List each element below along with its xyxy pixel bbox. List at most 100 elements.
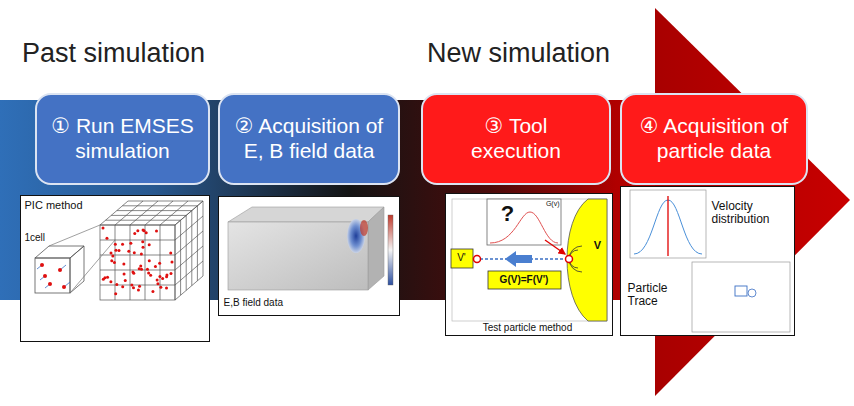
pic-cube-illustration xyxy=(102,278,105,281)
pic-cube-illustration xyxy=(133,232,136,235)
panel-label: G(v) xyxy=(538,200,560,208)
field-render-illustration xyxy=(360,220,368,236)
pic-cube-illustration xyxy=(145,231,148,234)
pic-cube-illustration xyxy=(175,231,203,255)
pic-cube-illustration xyxy=(161,277,164,280)
pic-cube-illustration xyxy=(100,201,203,300)
pic-cube-illustration xyxy=(175,201,203,300)
particle-data-illustration xyxy=(630,190,706,258)
test-particle-illustration xyxy=(505,251,532,267)
test-particle-illustration xyxy=(451,199,607,321)
pic-cube-illustration xyxy=(133,251,136,254)
process-box: ② Acquisition of E, B field data xyxy=(218,93,400,185)
pic-cube-illustration xyxy=(130,225,131,300)
pic-cube-illustration xyxy=(127,250,130,253)
pic-cube-illustration xyxy=(122,205,197,206)
pic-cube-illustration xyxy=(70,246,84,293)
step-label: ④ Acquisition of particle data xyxy=(630,114,798,164)
pic-cube-illustration xyxy=(137,289,140,292)
pic-cube-illustration xyxy=(132,286,135,289)
particle-data-illustration xyxy=(735,286,747,296)
pic-cube-illustration xyxy=(115,283,118,286)
panel-label: E,B field data xyxy=(224,297,324,308)
test-particle-illustration xyxy=(488,271,561,289)
pic-cube-illustration xyxy=(170,260,173,263)
pic-cube-illustration xyxy=(158,275,161,278)
pic-cube-illustration xyxy=(122,263,125,266)
field-render-illustration xyxy=(228,207,384,222)
test-particle-illustration xyxy=(451,249,473,268)
panel-label: ? xyxy=(496,202,520,227)
pic-cube-illustration xyxy=(143,229,146,232)
pic-cube-illustration xyxy=(106,220,181,221)
particle-data-illustration xyxy=(748,289,756,297)
pic-cube-illustration xyxy=(40,227,173,296)
test-particle-illustration xyxy=(566,256,573,263)
pic-cube-illustration xyxy=(138,285,141,288)
pic-cube-illustration xyxy=(123,273,126,276)
pic-cube-illustration xyxy=(145,201,173,225)
pic-cube-illustration xyxy=(121,285,124,288)
pic-cube-illustration xyxy=(132,272,135,275)
pic-cube-illustration xyxy=(175,216,203,240)
test-particle-illustration xyxy=(487,199,561,245)
pic-cube-illustration xyxy=(165,273,168,276)
pic-cube-illustration xyxy=(100,225,175,300)
panel-label: Test particle method xyxy=(458,322,598,333)
pic-cube-illustration xyxy=(100,201,203,225)
pic-cube-illustration xyxy=(117,210,192,211)
panel-label: PIC method xyxy=(25,199,105,211)
illustration-panel: Velocity distributionParticle Trace xyxy=(620,186,795,336)
pic-cube-illustration xyxy=(197,206,198,281)
panel-ground xyxy=(445,193,613,335)
process-box: ③ Tool execution xyxy=(421,93,611,185)
pic-cube-illustration xyxy=(149,274,152,277)
illustration-panel: E,B field data xyxy=(218,196,400,316)
pic-cube-illustration xyxy=(35,258,70,293)
pic-cube-illustration xyxy=(156,282,159,285)
step-label: ① Run EMSES simulation xyxy=(48,114,198,164)
illustration-panel: G(v)?V'VG(V)=F(V')Test particle method xyxy=(445,193,613,336)
flow-band xyxy=(0,8,850,396)
pic-cube-illustration xyxy=(139,264,142,267)
illustration-panel: PIC method 1cell xyxy=(20,195,210,342)
pic-cube-illustration xyxy=(35,201,203,300)
pic-cube-illustration xyxy=(160,201,188,225)
section-title: Past simulation xyxy=(22,38,205,69)
pic-cube-illustration xyxy=(175,246,203,270)
pic-cube-illustration xyxy=(113,261,116,264)
field-render-illustration xyxy=(228,207,393,290)
pic-cube-illustration xyxy=(140,253,143,256)
panel-ground xyxy=(218,196,400,316)
pic-cube-illustration xyxy=(110,259,113,262)
panel-label: Particle Trace xyxy=(628,282,688,309)
test-particle-illustration xyxy=(545,240,565,254)
pic-cube-illustration xyxy=(35,246,84,293)
pic-cube-illustration xyxy=(111,215,186,216)
pic-cube-illustration xyxy=(109,251,112,254)
pic-cube-illustration xyxy=(155,229,158,232)
pic-cube-illustration xyxy=(136,229,139,232)
pic-cube-illustration xyxy=(48,282,52,286)
pic-cube-illustration xyxy=(100,270,175,271)
pic-cube-illustration xyxy=(105,237,108,240)
field-render-illustration xyxy=(388,215,393,285)
pic-cube-illustration xyxy=(62,285,66,289)
panel-label: G(V)=F(V') xyxy=(488,274,561,285)
pic-cube-illustration xyxy=(111,255,114,258)
pic-cube-illustration xyxy=(49,225,100,246)
panel-label: 1cell xyxy=(25,232,65,243)
pic-cube-illustration xyxy=(169,252,172,255)
pic-cube-illustration xyxy=(43,274,47,278)
step-label: ③ Tool execution xyxy=(461,114,571,164)
panel-ground xyxy=(20,186,795,342)
pic-cube-illustration xyxy=(175,261,203,285)
pic-cube-illustration xyxy=(138,267,141,270)
pic-cube-illustration xyxy=(158,262,161,265)
particle-data-illustration xyxy=(667,196,668,256)
pic-cube-illustration xyxy=(114,243,117,246)
field-render-illustration xyxy=(228,222,368,290)
pic-cube-illustration xyxy=(130,201,158,225)
panel-ground xyxy=(20,195,210,342)
